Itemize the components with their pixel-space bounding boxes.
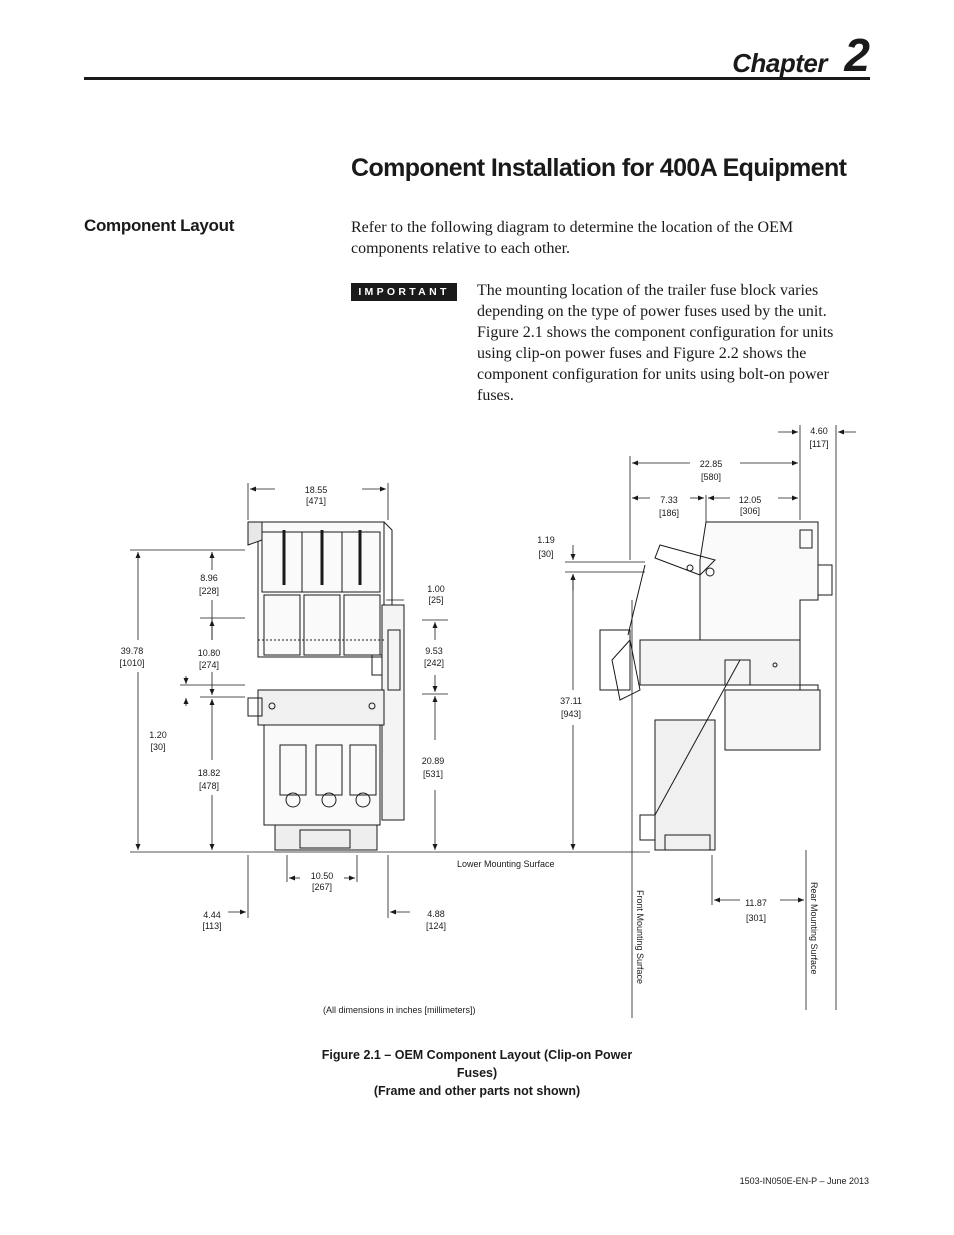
dim-12-05: 12.05 (739, 495, 762, 505)
dim-4-44: 4.44 (203, 910, 221, 920)
dim-7-33: 7.33 (660, 495, 678, 505)
dim-1-19-mm: [30] (538, 549, 553, 559)
dim-10-50: 10.50 (311, 871, 334, 881)
rear-mounting-label: Rear Mounting Surface (809, 882, 819, 975)
dim-9-53-mm: [242] (424, 658, 444, 668)
lower-mounting-label: Lower Mounting Surface (457, 859, 555, 869)
dim-18-55: 18.55 (305, 485, 328, 495)
dim-22-85-mm: [580] (701, 472, 721, 482)
dim-10-50-mm: [267] (312, 882, 332, 892)
dim-1-00: 1.00 (427, 584, 445, 594)
dim-8-96: 8.96 (200, 573, 218, 583)
dim-1-20-mm: [30] (150, 742, 165, 752)
dim-1-00-mm: [25] (428, 595, 443, 605)
units-note: (All dimensions in inches [millimeters]) (323, 1005, 476, 1015)
page-title: Component Installation for 400A Equipmen… (351, 154, 847, 182)
footer-doc-id: 1503-IN050E-EN-P – June 2013 (739, 1176, 869, 1186)
dim-10-80-mm: [274] (199, 660, 219, 670)
dim-39-78-mm: [1010] (119, 658, 144, 668)
dim-18-55-mm: [471] (306, 496, 326, 506)
dim-4-60: 4.60 (810, 426, 828, 436)
dim-11-87: 11.87 (745, 898, 767, 908)
dim-22-85: 22.85 (700, 459, 723, 469)
important-note: The mounting location of the trailer fus… (477, 282, 834, 404)
dim-1-20: 1.20 (149, 730, 167, 740)
side-view-assembly (599, 521, 833, 851)
front-mounting-label: Front Mounting Surface (635, 890, 645, 984)
chapter-number: 2 (844, 29, 870, 81)
dim-18-82: 18.82 (198, 768, 221, 778)
dim-10-80: 10.80 (198, 648, 221, 658)
chapter-label: Chapter (732, 48, 827, 78)
dimension-labels: 18.55 [471] 8.96 [228] 39.78 [1010] 10.8… (119, 426, 828, 1015)
header-rule (84, 77, 870, 80)
dim-20-89: 20.89 (422, 756, 445, 766)
dimension-lines (130, 425, 856, 1018)
dim-8-96-mm: [228] (199, 586, 219, 596)
dim-4-60-mm: [117] (809, 439, 828, 449)
dim-7-33-mm: [186] (659, 508, 679, 518)
figure-caption-line-1: Figure 2.1 – OEM Component Layout (Clip-… (321, 1048, 633, 1080)
dim-39-78: 39.78 (121, 646, 144, 656)
section-heading: Component Layout (84, 216, 235, 235)
dim-9-53: 9.53 (425, 646, 443, 656)
dim-4-44-mm: [113] (202, 921, 221, 931)
dim-11-87-mm: [301] (746, 913, 766, 923)
dim-4-88-mm: [124] (426, 921, 446, 931)
front-view-assembly (247, 521, 405, 851)
dim-37-11-mm: [943] (561, 709, 581, 719)
important-badge: IMPORTANT (351, 283, 457, 301)
dim-4-88: 4.88 (427, 909, 445, 919)
figure-caption: Figure 2.1 – OEM Component Layout (Clip-… (300, 1046, 654, 1100)
dim-1-19: 1.19 (537, 535, 555, 545)
dim-12-05-mm: [306] (740, 506, 760, 516)
intro-paragraph: Refer to the following diagram to determ… (351, 219, 794, 257)
dim-18-82-mm: [478] (199, 781, 219, 791)
dim-37-11: 37.11 (560, 696, 582, 706)
figure-caption-line-2: (Frame and other parts not shown) (373, 1084, 581, 1098)
dim-20-89-mm: [531] (423, 769, 443, 779)
